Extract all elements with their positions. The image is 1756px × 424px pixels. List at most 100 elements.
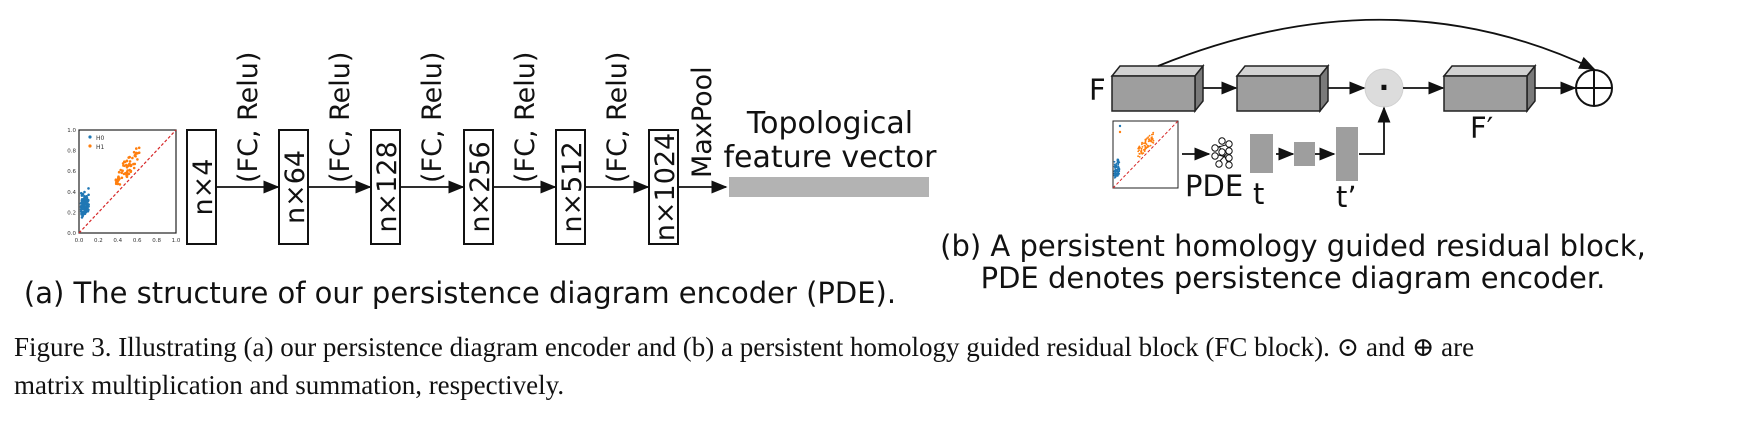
figure-caption: Figure 3. Illustrating (a) our persisten…	[14, 328, 1750, 404]
part-b-diagram: F · F′	[940, 18, 1646, 295]
caption-b-line2: PDE denotes persistence diagram encoder.	[981, 261, 1606, 295]
scatter-point	[1140, 152, 1143, 155]
scatter-point	[82, 199, 86, 202]
scatter-point	[1114, 176, 1117, 179]
scatter-point	[1115, 170, 1117, 173]
t-bar	[1250, 134, 1273, 173]
feature-block-1	[1110, 63, 1205, 114]
scatter-point	[1117, 173, 1119, 175]
scatter-point	[117, 176, 120, 179]
scatter-point	[1117, 165, 1120, 168]
layer-block-5: n×1024	[648, 129, 681, 245]
persistence-diagram-plot-a: 0.00.00.20.20.40.40.60.60.80.81.01.0 H0 …	[67, 128, 181, 244]
scatter-point	[1151, 138, 1154, 141]
scatter-point	[80, 213, 83, 216]
scatter-point	[125, 166, 129, 169]
scatter-point	[1143, 142, 1145, 145]
scatter-point	[1146, 137, 1148, 140]
svg-text:H0: H0	[96, 135, 105, 142]
scatter-point	[80, 200, 84, 203]
y-tick-label: 0.4	[67, 190, 76, 196]
input-layer-block: n×4	[186, 129, 219, 245]
scatter-point	[121, 162, 125, 165]
scatter-point	[1142, 152, 1145, 155]
topological-feature-bar	[729, 177, 929, 197]
x-tick-label: 0.4	[113, 238, 122, 244]
scatter-point	[129, 169, 132, 172]
scatter-point	[1116, 175, 1119, 177]
x-tick-label: 0.0	[75, 238, 84, 244]
scatter-point	[1149, 144, 1152, 147]
label-F-prime: F′	[1470, 111, 1493, 145]
dot-operator-symbol: ⊙	[1336, 332, 1360, 362]
scatter-point	[1152, 131, 1155, 134]
scatter-point	[1114, 163, 1116, 166]
op-label-2: (FC, Relu)	[325, 52, 356, 183]
figure-caption-are: are	[1434, 332, 1475, 362]
scatter-point	[79, 202, 83, 205]
plot-legend: H0 H1	[88, 135, 105, 151]
scatter-point	[1138, 156, 1141, 158]
scatter-point	[1116, 158, 1119, 161]
scatter-point	[83, 195, 86, 198]
y-tick-label: 1.0	[67, 128, 76, 134]
scatter-point	[1137, 155, 1139, 158]
scatter-point	[1144, 140, 1147, 143]
layer-label-5: n×1024	[650, 133, 681, 241]
input-layer-label: n×4	[188, 159, 219, 216]
scatter-point	[80, 194, 84, 197]
scatter-point	[1141, 143, 1143, 146]
scatter-point	[1139, 146, 1141, 149]
scatter-point	[1147, 136, 1150, 139]
scatter-point	[87, 198, 90, 202]
scatter-points-b	[1113, 131, 1155, 179]
feature-block-3	[1442, 63, 1537, 114]
figure-caption-line2: matrix multiplication and summation, res…	[14, 370, 565, 400]
scatter-point	[1148, 140, 1151, 142]
scatter-point	[86, 207, 89, 211]
y-tick-label: 0.8	[67, 149, 76, 155]
scatter-point	[1148, 145, 1150, 148]
scatter-point	[1114, 165, 1117, 168]
scatter-point	[136, 158, 139, 161]
layer-block-3: n×256	[463, 129, 496, 245]
scatter-point	[87, 193, 90, 197]
scatter-point	[79, 209, 83, 213]
layer-label-2: n×128	[372, 141, 403, 232]
scatter-point	[87, 205, 90, 208]
layer-block-1: n×64	[278, 129, 311, 245]
op-label-maxpool: MaxPool	[687, 66, 718, 178]
figure-caption-text: Figure 3. Illustrating (a) our persisten…	[14, 332, 1330, 362]
caption-b-line1: (b) A persistent homology guided residua…	[940, 229, 1646, 263]
scatter-point	[136, 152, 139, 155]
scatter-point	[117, 170, 121, 174]
scatter-point	[83, 202, 87, 206]
scatter-point	[1140, 149, 1143, 152]
scatter-point	[1118, 161, 1121, 164]
persistence-diagram-plot-b	[1112, 120, 1179, 189]
scatter-point	[119, 168, 122, 172]
scatter-point	[133, 154, 137, 158]
t-prime-bar	[1336, 127, 1358, 181]
summation-node	[1575, 69, 1613, 107]
scatter-point	[1144, 142, 1147, 145]
scatter-point	[1137, 150, 1140, 153]
scatter-point	[128, 160, 132, 163]
scatter-point	[1116, 161, 1119, 164]
scatter-point	[114, 179, 118, 182]
layer-label-3: n×256	[465, 141, 496, 232]
label-F: F	[1089, 73, 1106, 107]
y-tick-label: 0.2	[67, 210, 76, 216]
scatter-point	[131, 156, 134, 160]
x-tick-label: 0.6	[133, 238, 142, 244]
scatter-points	[79, 146, 141, 219]
scatter-point	[85, 195, 88, 198]
scatter-point	[86, 209, 90, 213]
hidden-bar	[1294, 142, 1315, 166]
pde-network-icon	[1211, 137, 1233, 169]
scatter-point	[1151, 136, 1153, 139]
scatter-point	[87, 187, 90, 190]
scatter-point	[1151, 133, 1153, 136]
scatter-point	[81, 206, 85, 210]
output-label-line1: Topological	[746, 106, 913, 141]
